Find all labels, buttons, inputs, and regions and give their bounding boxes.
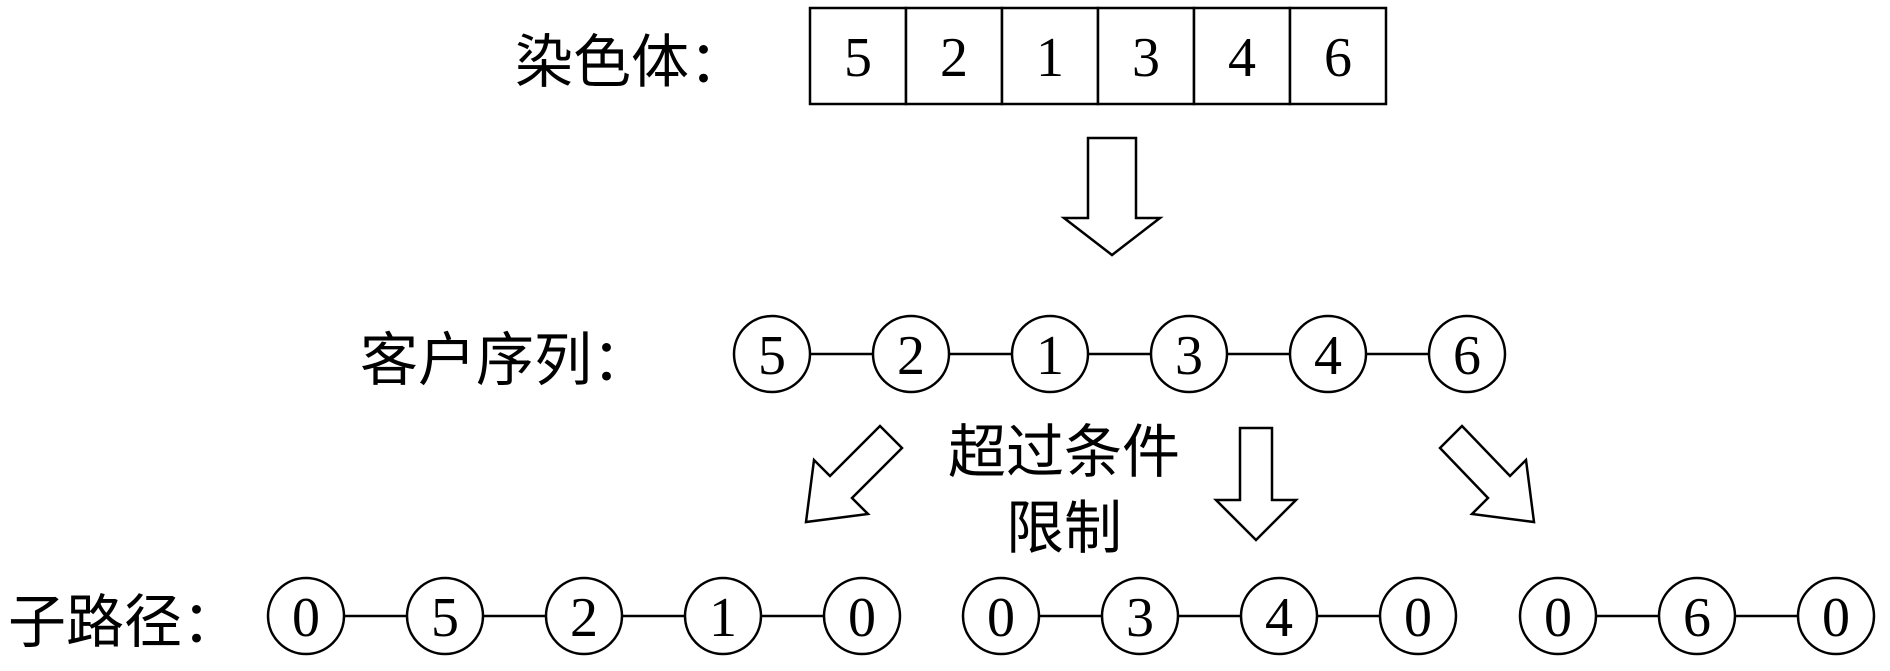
constraint-note-line2: 限制 [1006,494,1122,562]
customer-sequence-label: 客户序列： [360,326,650,394]
chromosome-gene-value: 4 [1228,27,1256,89]
subroute-node-value: 6 [1683,587,1711,649]
customer-node-value: 3 [1175,325,1203,387]
split-arrow-left-icon [804,424,904,524]
subroute-node: 0 [1796,576,1876,656]
subroute-node: 1 [683,576,763,656]
split-arrow-right-icon [1438,424,1536,524]
down-arrow-icon [1060,136,1164,257]
subroute-node: 0 [1518,576,1598,656]
subroute-node: 3 [1100,576,1180,656]
split-arrow-center-icon [1212,426,1300,542]
customer-node-value: 1 [1036,325,1064,387]
customer-node: 4 [1288,314,1368,394]
subroute: 0 5 2 1 0 [266,576,902,656]
customer-node: 3 [1149,314,1229,394]
subroute-node-value: 1 [709,587,737,649]
constraint-note-line1: 超过条件 [948,418,1180,486]
subroute-node: 0 [961,576,1041,656]
chromosome-gene-cell: 5 [808,6,908,106]
subroute: 0 3 4 0 [961,576,1458,656]
subroute-node: 0 [266,576,346,656]
subroute-node-value: 0 [1544,587,1572,649]
chromosome-gene-value: 6 [1324,27,1352,89]
subroute-node: 5 [405,576,485,656]
subroute-node: 2 [544,576,624,656]
chromosome-gene-value: 2 [940,27,968,89]
subroute-node-value: 5 [431,587,459,649]
customer-node-value: 6 [1453,325,1481,387]
customer-node-value: 5 [758,325,786,387]
chromosome-gene-value: 1 [1036,27,1064,89]
customer-sequence-nodes: 5 2 1 3 4 6 [732,314,1507,394]
customer-node: 6 [1427,314,1507,394]
customer-node: 5 [732,314,812,394]
subroute-node: 6 [1657,576,1737,656]
subroute-node-value: 0 [1822,587,1850,649]
subroute-node-value: 0 [292,587,320,649]
subroutes-label: 子路径： [8,588,240,656]
chromosome-gene-cell: 6 [1288,6,1388,106]
subroute-node-value: 0 [848,587,876,649]
subroute-node-value: 0 [1404,587,1432,649]
chromosome-label: 染色体： [515,28,747,96]
subroute-node: 0 [822,576,902,656]
chromosome-gene-cell: 1 [1000,6,1100,106]
customer-node: 2 [871,314,951,394]
customer-node: 1 [1010,314,1090,394]
chromosome-gene-cell: 2 [904,6,1004,106]
subroute-node-value: 0 [987,587,1015,649]
subroute-node-value: 2 [570,587,598,649]
chromosome-gene-cell: 3 [1096,6,1196,106]
subroute: 0 6 0 [1518,576,1876,656]
customer-node-value: 4 [1314,325,1342,387]
subroute-node: 4 [1239,576,1319,656]
subroute-nodes: 0 5 2 1 0 0 3 4 0 0 6 0 [266,576,1876,656]
subroute-node-value: 4 [1265,587,1293,649]
chromosome-gene-value: 3 [1132,27,1160,89]
chromosome-gene-value: 5 [844,27,872,89]
chromosome-gene-cell: 4 [1192,6,1292,106]
customer-node-value: 2 [897,325,925,387]
chromosome-cells: 5 2 1 3 4 6 [808,6,1388,106]
subroute-node: 0 [1378,576,1458,656]
subroute-node-value: 3 [1126,587,1154,649]
